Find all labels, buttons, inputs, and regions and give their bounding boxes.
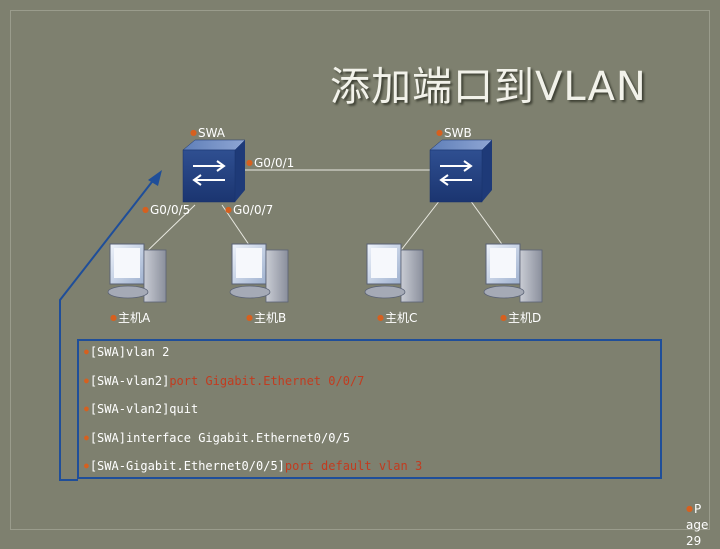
command-box <box>77 339 662 479</box>
host-b-label: ●主机B <box>246 311 287 325</box>
port-g007-label: ●G0/0/7 <box>225 203 274 217</box>
command-line: ●[SWA]vlan 2 <box>84 345 170 359</box>
page-number: ●P age 29 <box>686 502 709 548</box>
host-d-label: ●主机D <box>500 311 542 325</box>
computer-icon <box>229 243 289 303</box>
computer-icon <box>483 243 543 303</box>
command-line: ●[SWA]interface Gigabit.Ethernet0/0/5 <box>84 431 350 445</box>
arrowhead <box>148 170 162 186</box>
command-line: ●[SWA-vlan2]quit <box>84 402 199 416</box>
host-c-label: ●主机C <box>377 311 418 325</box>
computer-icon <box>107 243 167 303</box>
port-g001-label: ●G0/0/1 <box>246 156 295 170</box>
swb-label: ●SWB <box>436 126 472 140</box>
computer-icon <box>364 243 424 303</box>
slide-title: 添加端口到VLAN <box>330 64 647 110</box>
switch-icon <box>429 139 493 203</box>
link-swa-hosta <box>139 204 196 259</box>
pointer-arrow <box>59 177 156 481</box>
switch-icon <box>182 139 246 203</box>
link-swb-hostc <box>394 199 441 259</box>
swa-label: ●SWA <box>190 126 226 140</box>
port-g005-label: ●G0/0/5 <box>142 203 191 217</box>
command-line: ●[SWA-vlan2]port Gigabit.Ethernet 0/0/7 <box>84 374 365 388</box>
command-line: ●[SWA-Gigabit.Ethernet0/0/5]port default… <box>84 459 423 473</box>
host-a-label: ●主机A <box>110 311 151 325</box>
slide-frame <box>10 10 710 530</box>
